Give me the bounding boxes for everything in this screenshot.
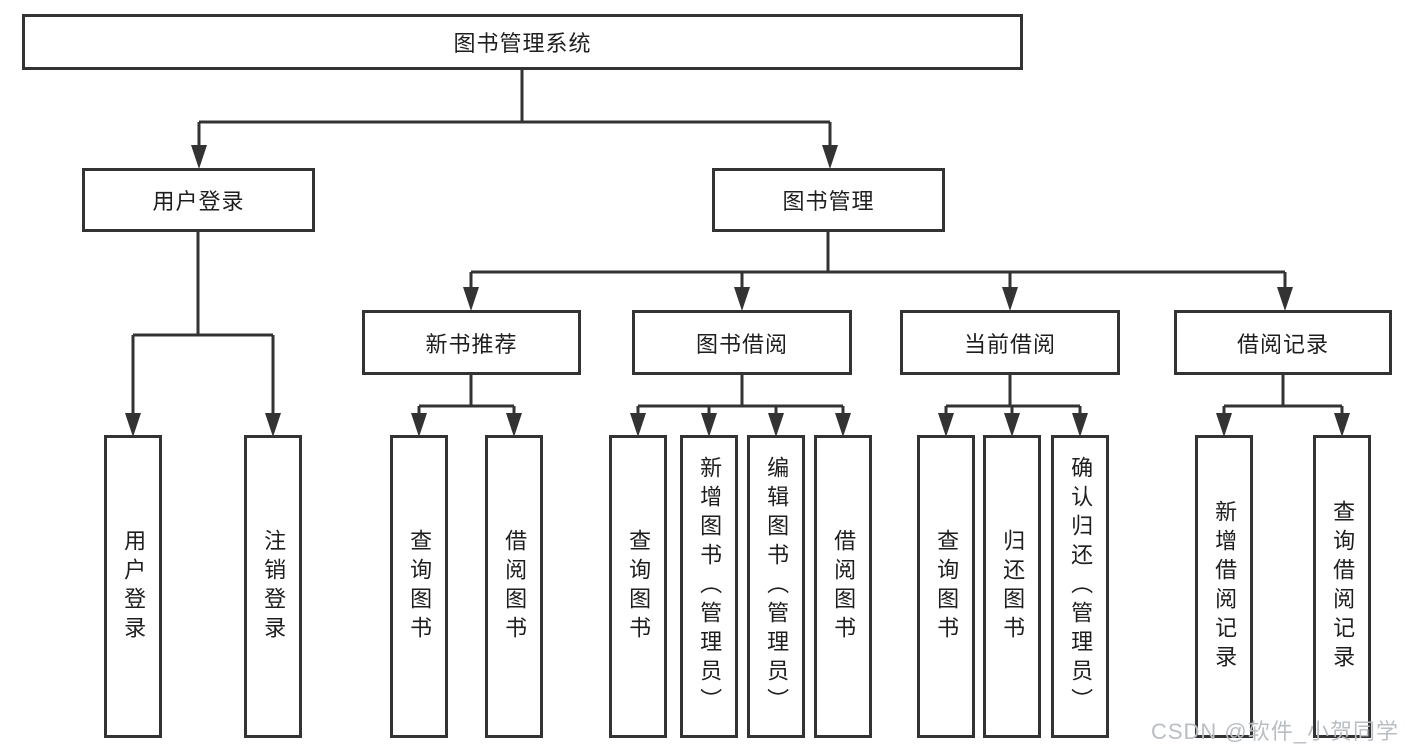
arrowhead <box>822 145 838 169</box>
arrowhead <box>1216 413 1232 437</box>
leaf-label: 查询图书 <box>626 528 652 645</box>
arrowhead <box>1277 287 1293 311</box>
arrowhead <box>768 413 784 437</box>
leaf-query-borrow-record: 查询借阅记录 <box>1313 435 1371 738</box>
arrowhead <box>463 287 479 311</box>
leaf-label: 归还图书 <box>1000 528 1026 645</box>
leaf-label: 查询借阅记录 <box>1330 499 1356 674</box>
leaf-query-books-current: 查询图书 <box>917 435 975 738</box>
arrowhead <box>701 413 717 437</box>
arrowhead <box>835 413 851 437</box>
node-current-borrowing: 当前借阅 <box>900 310 1120 375</box>
arrowhead <box>1002 287 1018 311</box>
arrowhead <box>630 413 646 437</box>
arrowhead <box>265 413 281 437</box>
leaf-return-book: 归还图书 <box>983 435 1041 738</box>
arrowhead <box>1004 413 1020 437</box>
leaf-borrow-books-borrowing: 借阅图书 <box>814 435 872 738</box>
leaf-label: 查询图书 <box>407 528 433 645</box>
arrowhead <box>1334 413 1350 437</box>
leaf-label: 新增借阅记录 <box>1212 499 1238 674</box>
leaf-label: 注销登录 <box>261 528 287 645</box>
arrowhead <box>938 413 954 437</box>
arrowhead <box>1072 413 1088 437</box>
edge-borrow-records-to-leaves <box>1222 375 1344 415</box>
node-borrow-records: 借阅记录 <box>1174 310 1392 375</box>
arrowhead <box>506 413 522 437</box>
node-book-management: 图书管理 <box>712 168 945 232</box>
arrowheads <box>125 145 1350 437</box>
edge-current-borrow-to-leaves <box>944 375 1082 415</box>
node-library-system: 图书管理系统 <box>22 14 1023 70</box>
leaf-borrow-books-recommend: 借阅图书 <box>485 435 543 738</box>
edge-book-borrow-to-leaves <box>636 375 845 415</box>
node-user-login: 用户登录 <box>82 168 315 232</box>
node-new-book-recommend: 新书推荐 <box>362 310 581 375</box>
leaf-label: 新增图书（管理员） <box>697 456 723 717</box>
leaf-logout: 注销登录 <box>244 435 302 738</box>
leaf-label: 编辑图书（管理员） <box>764 456 790 717</box>
arrowhead <box>191 145 207 169</box>
watermark: CSDN @软件_小贺同学 <box>1150 719 1399 744</box>
edge-book-mgmt-to-level3 <box>469 232 1287 289</box>
node-book-borrowing: 图书借阅 <box>632 310 852 375</box>
leaf-edit-book-admin: 编辑图书（管理员） <box>747 435 805 738</box>
leaf-label: 借阅图书 <box>502 528 528 645</box>
edge-user-login-to-leaves <box>131 232 275 415</box>
edge-new-books-to-leaves <box>417 375 516 415</box>
leaf-label: 查询图书 <box>934 528 960 645</box>
arrowhead <box>734 287 750 311</box>
leaf-label: 确认归还（管理员） <box>1068 456 1094 717</box>
leaf-label: 用户登录 <box>121 528 147 645</box>
arrowhead <box>125 413 141 437</box>
edge-root-to-level2 <box>197 70 832 147</box>
leaf-query-books-recommend: 查询图书 <box>390 435 448 738</box>
arrowhead <box>411 413 427 437</box>
leaf-add-borrow-record: 新增借阅记录 <box>1195 435 1253 738</box>
leaf-add-book-admin: 新增图书（管理员） <box>680 435 738 738</box>
leaf-confirm-return-admin: 确认归还（管理员） <box>1051 435 1109 738</box>
leaf-user-login: 用户登录 <box>104 435 162 738</box>
leaf-label: 借阅图书 <box>831 528 857 645</box>
leaf-query-books-borrowing: 查询图书 <box>609 435 667 738</box>
